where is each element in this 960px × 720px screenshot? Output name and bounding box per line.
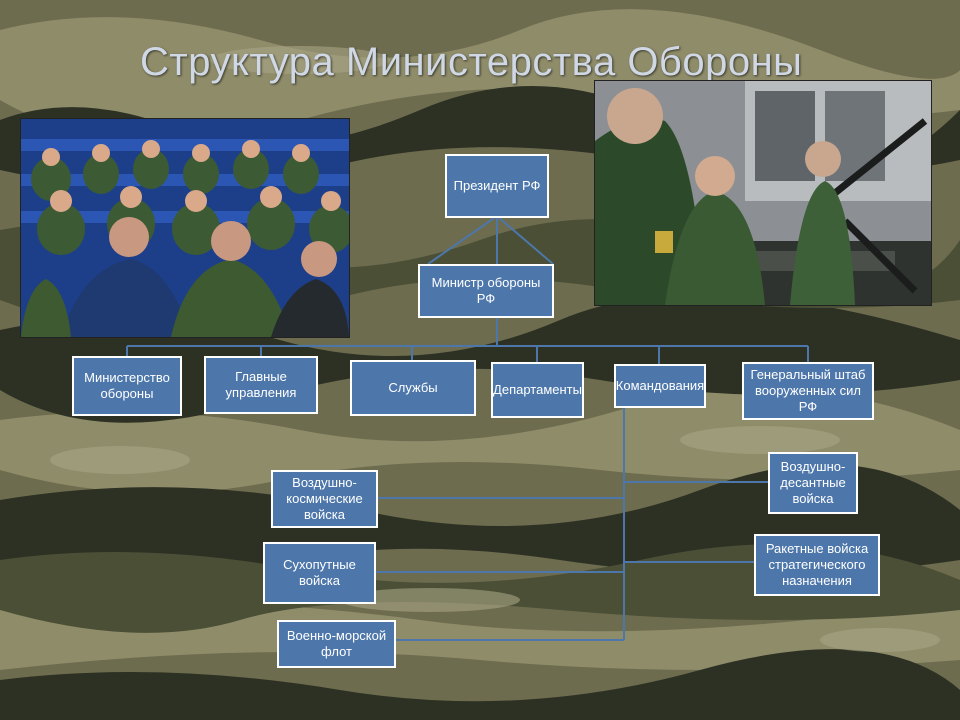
branch-strategic-missile-forces-box: Ракетные войска стратегического назначен… <box>754 534 880 596</box>
branch-navy-box: Военно-морской флот <box>277 620 396 668</box>
branch-airborne-forces-box: Воздушно-десантные войска <box>768 452 858 514</box>
minister-box: Министр обороны РФ <box>418 264 554 318</box>
weapons-inspection-photo <box>594 80 932 306</box>
meeting-hall-photo <box>20 118 350 338</box>
slide-title: Структура Министерства Обороны <box>140 40 803 84</box>
branch-aerospace-forces-box: Воздушно-космические войска <box>271 470 378 528</box>
division-services-box: Службы <box>350 360 476 416</box>
president-box: Президент РФ <box>445 154 549 218</box>
division-main-directorates-box: Главные управления <box>204 356 318 414</box>
division-general-staff-box: Генеральный штаб вооруженных сил РФ <box>742 362 874 420</box>
division-ministry-box: Министерство обороны <box>72 356 182 416</box>
division-departments-box: Департаменты <box>491 362 584 418</box>
division-commands-box: Командования <box>614 364 706 408</box>
branch-ground-forces-box: Сухопутные войска <box>263 542 376 604</box>
